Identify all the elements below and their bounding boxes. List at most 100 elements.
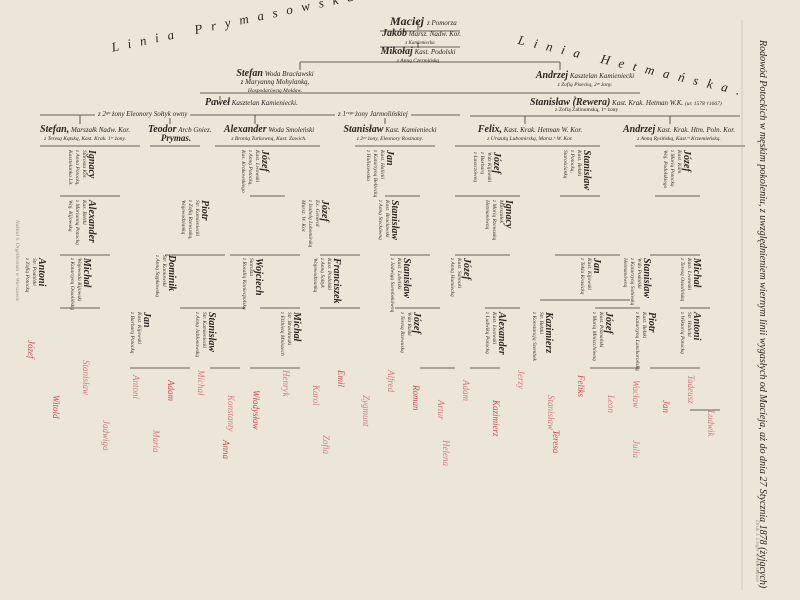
living-person-name: Anna <box>221 440 231 459</box>
vertical-person-name: Kazimierz <box>543 312 554 354</box>
vertical-person-name: Franciszek <box>331 258 342 304</box>
vertical-person-name: Alexander <box>496 312 507 355</box>
vertical-person-line: Str. Halicki <box>686 312 692 337</box>
vertical-person-line: z Marią Potocką <box>669 150 675 187</box>
living-person-name: Teresa <box>551 430 561 454</box>
vertical-person-line: Marszałek <box>498 200 504 223</box>
vertical-person-name: Antoni <box>691 312 702 341</box>
vertical-person-line: Starościanką <box>562 150 568 179</box>
footer-left: Nakład S. Orgelbranda w Warszawie <box>14 220 20 302</box>
vertical-person-line: z Ludwiką Potocką <box>484 312 490 354</box>
vertical-person-line: Kast. Poznański <box>598 312 604 348</box>
vertical-person-name: Józef <box>461 258 472 280</box>
vertical-person-line: Ex. Generał <box>314 200 320 227</box>
vertical-person-line: Kasztelanka Lit. <box>67 150 73 186</box>
living-person-name: Michał <box>196 370 206 396</box>
person-jakob: Jakób Marsz. Nadw. Kor. z Kamieniecka <box>382 28 461 47</box>
living-person-name: Zofia <box>321 435 331 455</box>
vertical-person-name: Antoni <box>36 258 47 287</box>
vertical-person-line: z Zofią Rzewuską, <box>187 200 193 240</box>
vertical-person-line: z Izabelą Lubomirską <box>307 200 313 248</box>
vertical-person-line: z Haliszewska <box>365 150 371 182</box>
vertical-person-line: z Teresą Rzewuską <box>399 312 405 353</box>
gen4-person-0: Stefan, Marszałk Nadw. Kor. z Teresą Kąt… <box>40 124 130 143</box>
vertical-person-name: Stanisław <box>206 312 217 353</box>
living-person-name: Maria <box>151 430 161 453</box>
gen4-person-3: Stanisław Kast. Kamieniecki z 2ᵍᵒ żony, … <box>343 124 437 143</box>
root-person: Maciej z Pomorza <box>390 14 457 28</box>
living-person-name: Alfred <box>386 370 396 393</box>
vertical-person-line: z Katarzyną Bełżecką <box>372 150 378 198</box>
vertical-person-line: Starosta Kor. <box>81 150 87 179</box>
vertical-person-name: Piotr <box>646 312 657 333</box>
vertical-person-line: z Marią Mniszchówną <box>591 312 597 361</box>
marriage-label-1: z 2ᵍᵒ żony Eleonory Sołtyk owny <box>95 110 191 118</box>
living-person-name: Henryk <box>281 370 291 397</box>
person-pawel: Paweł Kasztelan Kamieniecki. <box>205 97 298 108</box>
living-person-name: Leon <box>606 395 616 413</box>
vertical-person-name: Stanisław <box>389 200 400 241</box>
vertical-person-name: Dominik <box>166 255 177 292</box>
vertical-person-name: Jan <box>141 312 152 328</box>
living-person-name: Roman <box>411 385 421 411</box>
living-person-name: Feliks <box>576 375 586 397</box>
vertical-person-name: Józef <box>603 312 614 334</box>
vertical-person-line: z Anną Humiecką <box>449 258 455 297</box>
vertical-person-line: z Łaszczówną <box>472 152 478 183</box>
vertical-person-line: z Katarzyną Lanckorońską <box>634 312 640 371</box>
vertical-person-line: z Anną Potocką, <box>247 150 253 186</box>
vertical-person-line: z Elżbietą Mniszech <box>279 312 285 356</box>
vertical-person-name: Alexander <box>86 200 97 243</box>
vertical-person-line: Kast. Bełzki <box>641 312 647 339</box>
vertical-person-name: Jan <box>384 150 395 166</box>
vertical-person-line: z Tekla Krasicką <box>579 258 585 295</box>
vertical-person-line: z Katarzyną Ossolińską <box>69 258 75 310</box>
living-person-name: Artur <box>436 400 446 420</box>
vertical-person-line: z Potocką, <box>569 150 575 173</box>
gen4-person-4: Felix, Kast. Krak. Hetman W. Kor. z Ursz… <box>477 124 583 143</box>
vertical-person-line: Kast. Halicki <box>379 150 385 180</box>
vertical-person-name: Józef <box>491 152 502 174</box>
vertical-person-line: Woj. Kijowską <box>67 200 73 232</box>
vertical-person-line: z Rozalią Koniecpolską <box>241 258 247 310</box>
vertical-person-name: Józef <box>319 200 330 222</box>
vertical-person-line: Wojewodzianką <box>312 258 318 293</box>
person-mikolaj: Mikołaj Kast. Podolski z Anną Czermińską <box>380 46 456 65</box>
living-person-name: Józef <box>26 340 36 359</box>
living-person-name: Zygmunt <box>361 395 371 427</box>
vertical-person-name: Ignacy <box>86 150 97 179</box>
living-person-name: Konstanty <box>226 395 236 432</box>
vertical-person-line: z Teresą Ossolińską <box>679 258 685 302</box>
vertical-person-line: Kast. Bracławski <box>384 200 390 238</box>
vertical-person-name: Michał <box>291 312 302 342</box>
vertical-person-line: z Zofią Potocką <box>24 258 30 293</box>
vertical-person-line: z Barbarą <box>479 152 485 175</box>
vertical-person-line: Kast. Kijowski <box>136 312 142 345</box>
vertical-person-name: Michał <box>691 258 702 288</box>
vertical-person-name: Jan <box>591 258 602 274</box>
living-person-name: Wacław <box>631 380 641 409</box>
vertical-person-name: Józef <box>411 312 422 334</box>
vertical-person-line: z Katarzyną Sobieską <box>629 258 635 306</box>
gen4-person-1: Teodor Arcb Gniez. Prymas. <box>148 124 212 143</box>
